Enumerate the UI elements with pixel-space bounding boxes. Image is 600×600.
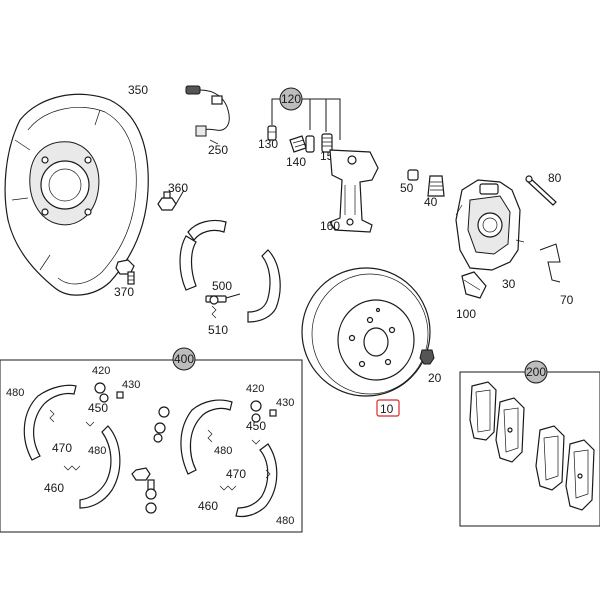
label-50: 50 [400, 181, 414, 195]
adjuster-500[interactable] [205, 293, 241, 305]
bolt-370[interactable] [115, 259, 135, 285]
label-420-a: 420 [92, 365, 110, 377]
label-430-b: 430 [276, 397, 294, 409]
label-40: 40 [424, 195, 438, 209]
spring-510[interactable] [211, 305, 217, 319]
backing-plate-350[interactable] [4, 93, 149, 296]
label-510: 510 [208, 323, 228, 337]
guide-pin-130[interactable] [267, 125, 277, 141]
label-420-b: 420 [246, 383, 264, 395]
label-480-c: 480 [214, 445, 232, 457]
label-370: 370 [114, 285, 134, 299]
label-450-a: 450 [88, 401, 108, 415]
bolt-150[interactable] [305, 133, 333, 153]
parking-shoe-right[interactable] [247, 249, 281, 323]
label-10: 10 [380, 402, 394, 416]
caliper-30[interactable] [455, 179, 525, 271]
label-480-a: 480 [6, 387, 24, 399]
label-130: 130 [258, 137, 278, 151]
spring-clip-70[interactable] [539, 243, 561, 283]
kit-box-400 [0, 359, 303, 533]
dust-cap-50[interactable] [407, 169, 419, 181]
label-500: 500 [212, 279, 232, 293]
springs-left[interactable] [49, 409, 95, 471]
grease-100[interactable] [461, 271, 487, 299]
label-80: 80 [548, 171, 562, 185]
label-460-b: 460 [198, 499, 218, 513]
label-450-b: 450 [246, 419, 266, 433]
bleeder-valve-40[interactable] [427, 175, 445, 197]
label-100: 100 [456, 307, 476, 321]
hardware-420-a[interactable] [94, 382, 124, 403]
brake-pad-d[interactable] [565, 439, 595, 511]
label-70: 70 [560, 293, 574, 307]
label-30: 30 [502, 277, 516, 291]
label-480-d: 480 [276, 515, 294, 527]
brake-pad-b[interactable] [495, 397, 525, 463]
label-470-a: 470 [52, 441, 72, 455]
label-460-a: 460 [44, 481, 64, 495]
label-120: 120 [281, 92, 301, 106]
parking-shoe-set-left[interactable] [23, 384, 121, 509]
label-200: 200 [526, 365, 546, 379]
bolt-20[interactable] [419, 349, 435, 365]
label-360: 360 [168, 181, 188, 195]
brake-disc-10[interactable] [301, 267, 431, 397]
hardware-center[interactable] [153, 406, 170, 443]
bolt-360[interactable] [157, 189, 185, 211]
label-480-b: 480 [88, 445, 106, 457]
label-250: 250 [208, 143, 228, 157]
brake-pad-c[interactable] [535, 425, 565, 491]
hardware-420-b[interactable] [250, 400, 277, 423]
label-400: 400 [174, 352, 194, 366]
boot-140[interactable] [289, 135, 307, 153]
bolt-80[interactable] [525, 175, 557, 206]
label-350: 350 [128, 83, 148, 97]
caliper-carrier-160[interactable] [329, 149, 379, 233]
springs-right[interactable] [207, 429, 271, 491]
bolt-kit-left[interactable] [131, 467, 157, 514]
parking-shoe-upper[interactable] [179, 219, 227, 291]
label-160: 160 [320, 219, 340, 233]
highlight-box-10[interactable] [376, 399, 400, 417]
brake-pad-a[interactable] [469, 381, 497, 441]
badge-120[interactable]: 120 [279, 87, 303, 111]
badge-200[interactable]: 200 [524, 360, 548, 384]
wear-sensor-250[interactable] [185, 85, 230, 145]
parking-shoe-set-right[interactable] [180, 399, 278, 518]
badge-400[interactable]: 400 [172, 347, 196, 371]
label-470-b: 470 [226, 467, 246, 481]
label-140: 140 [286, 155, 306, 169]
label-430-a: 430 [122, 379, 140, 391]
label-20: 20 [428, 371, 442, 385]
